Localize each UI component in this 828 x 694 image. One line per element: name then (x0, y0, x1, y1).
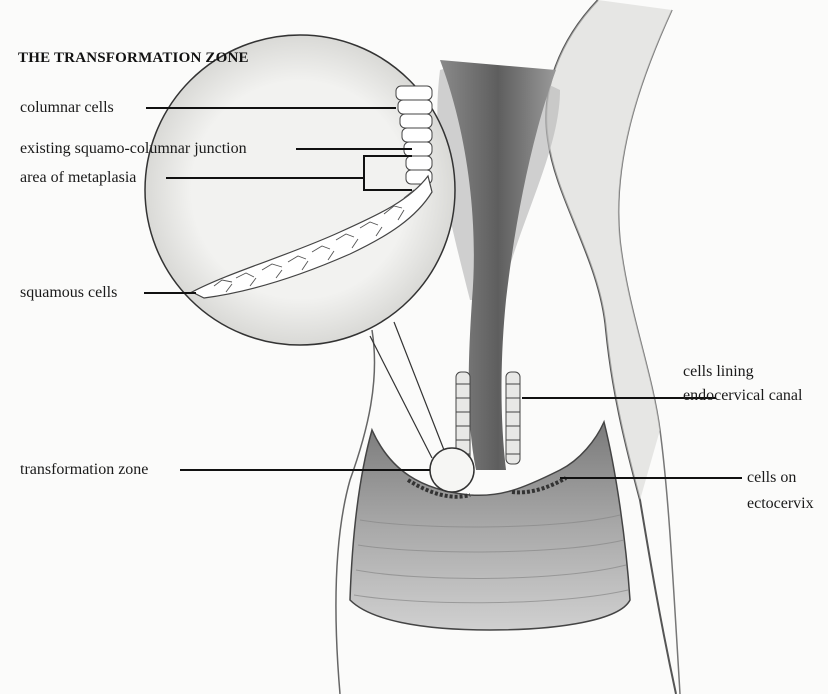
label-squamous-cells: squamous cells (20, 283, 117, 303)
label-cells-on-line1: cells on (747, 468, 796, 488)
magnifier-connector-1 (394, 322, 444, 450)
uterine-wall-shading (546, 0, 672, 500)
label-cells-lining-line1: cells lining (683, 362, 754, 382)
label-existing-junction: existing squamo-columnar junction (20, 139, 247, 159)
label-area-of-metaplasia: area of metaplasia (20, 168, 136, 188)
label-cells-on-line2: ectocervix (747, 494, 814, 514)
label-transformation-zone: transformation zone (20, 460, 148, 480)
label-columnar-cells: columnar cells (20, 98, 114, 118)
transformation-zone-marker (430, 448, 474, 492)
diagram-title: THE TRANSFORMATION ZONE (18, 50, 249, 67)
label-cells-lining-line2: endocervical canal (683, 386, 802, 406)
